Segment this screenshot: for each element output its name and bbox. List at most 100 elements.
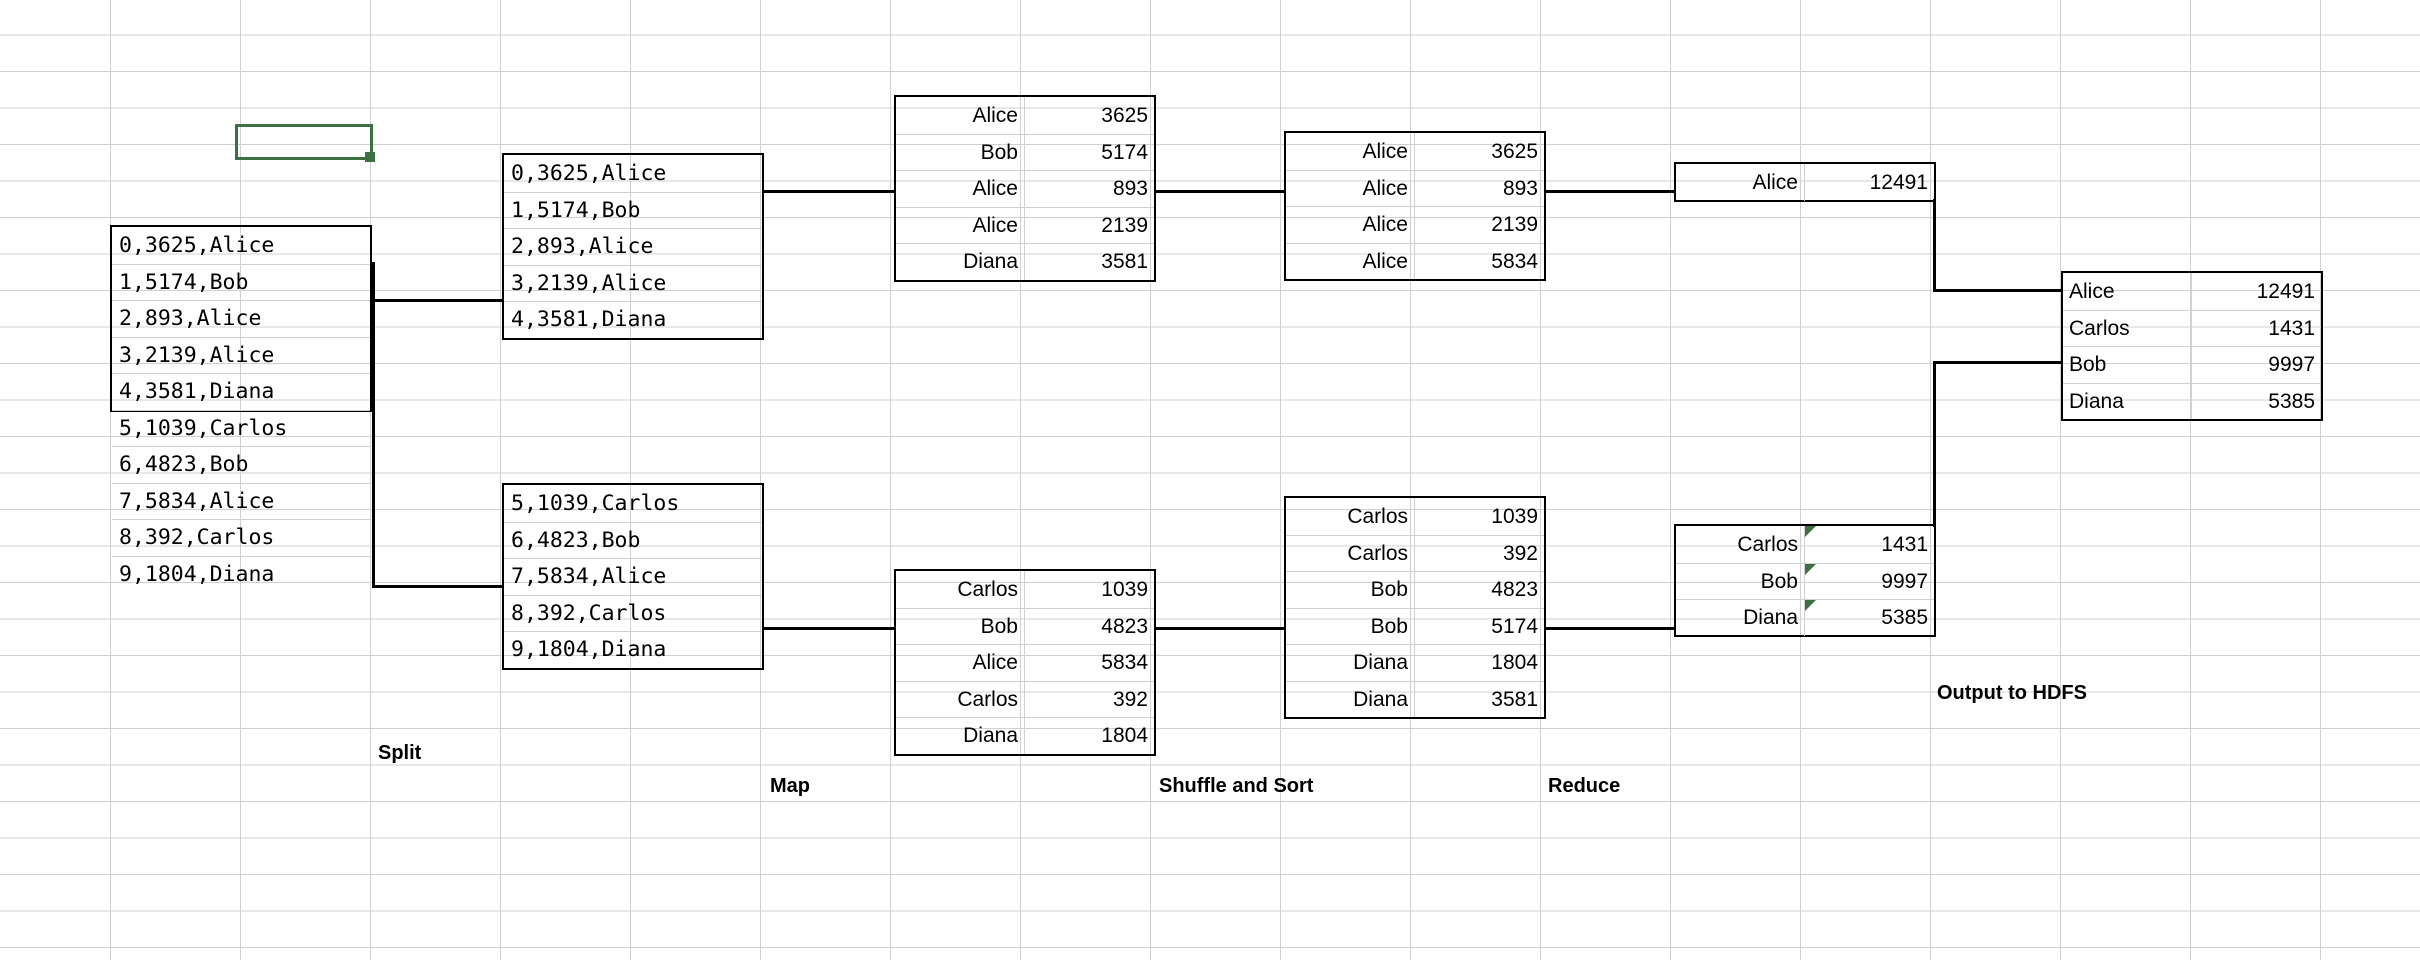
table-row: Bob 9997 xyxy=(2063,346,2321,383)
value-cell: 1431 xyxy=(1805,526,1934,563)
key-cell: Carlos xyxy=(1286,535,1415,571)
hdfs-output-box[interactable]: Alice 12491 Carlos 1431 Bob 9997 Diana 5… xyxy=(2061,271,2323,421)
value-cell: 9997 xyxy=(2268,353,2315,377)
list-item: 2,893,Alice xyxy=(112,300,370,337)
reduce-output-2-box[interactable]: Carlos 1431 Bob 9997 Diana 5385 xyxy=(1674,524,1936,637)
value-cell: 5174 xyxy=(1101,140,1148,164)
key-cell: Bob xyxy=(2063,347,2193,383)
key-cell: Alice xyxy=(896,171,1025,207)
map-output-2-box[interactable]: Carlos 1039 Bob 4823 Alice 5834 Carlos 3… xyxy=(894,569,1156,756)
list-item: 0,3625,Alice xyxy=(119,232,275,258)
value-cell: 5174 xyxy=(1491,614,1538,638)
key-cell: Alice xyxy=(1286,133,1415,170)
stage-label-map: Map xyxy=(770,775,810,797)
list-item: 1,5174,Bob xyxy=(504,191,762,229)
cell-selection-rectangle[interactable] xyxy=(235,124,375,162)
value-cell: 1804 xyxy=(1491,651,1538,675)
key-cell: Carlos xyxy=(1676,526,1805,563)
key-cell: Carlos xyxy=(1286,498,1415,535)
value-cell: 1804 xyxy=(1101,724,1148,748)
list-item: 5,1039,Carlos xyxy=(511,490,680,516)
list-item: 7,5834,Alice xyxy=(112,482,370,520)
shuffle-group-1-box[interactable]: Alice 3625 Alice 893 Alice 2139 Alice 58… xyxy=(1284,131,1546,281)
value-cell: 3625 xyxy=(1491,139,1538,163)
list-item: 1,5174,Bob xyxy=(112,263,370,301)
list-item: 0,3625,Alice xyxy=(511,160,667,186)
value-cell: 3581 xyxy=(1491,687,1538,711)
table-row: Diana 5385 xyxy=(1676,599,1934,636)
stage-label-split: Split xyxy=(378,742,422,764)
list-item: 6,4823,Bob xyxy=(504,521,762,559)
table-row: Alice 12491 xyxy=(2063,273,2321,310)
value-cell: 1039 xyxy=(1491,504,1538,528)
table-row: Carlos 392 xyxy=(896,680,1154,717)
key-cell: Diana xyxy=(2063,383,2193,419)
fill-handle[interactable] xyxy=(365,152,375,162)
table-row: Bob 5174 xyxy=(1286,607,1544,644)
value-cell: 4823 xyxy=(1491,578,1538,602)
shuffle-group-2-box[interactable]: Carlos 1039 Carlos 392 Bob 4823 Bob 5174… xyxy=(1284,496,1546,719)
key-cell: Carlos xyxy=(896,571,1025,608)
table-row: Bob 4823 xyxy=(896,607,1154,644)
table-row: Bob 9997 xyxy=(1676,562,1934,600)
value-cell: 9997 xyxy=(1805,563,1934,600)
stage-label-output-to-hdfs: Output to HDFS xyxy=(1937,682,2087,704)
key-cell: Alice xyxy=(896,645,1025,681)
table-row: Diana 5385 xyxy=(2063,382,2321,419)
value-cell: 1431 xyxy=(2268,316,2315,340)
split-1-box[interactable]: 0,3625,Alice 1,5174,Bob 2,893,Alice 3,21… xyxy=(502,153,764,340)
list-item: 9,1804,Diana xyxy=(504,631,762,668)
key-cell: Diana xyxy=(1286,645,1415,681)
key-cell: Alice xyxy=(896,207,1025,243)
input-records-box[interactable]: 0,3625,Alice 1,5174,Bob 2,893,Alice 3,21… xyxy=(110,225,372,585)
value-cell: 5385 xyxy=(1805,600,1934,636)
list-item: 9,1804,Diana xyxy=(112,555,370,593)
list-item: 8,392,Carlos xyxy=(504,594,762,632)
table-row: Diana 1804 xyxy=(1286,644,1544,681)
value-cell: 3581 xyxy=(1101,250,1148,274)
key-cell: Bob xyxy=(1286,572,1415,608)
table-row: Diana 3581 xyxy=(896,243,1154,280)
list-item: 7,5834,Alice xyxy=(504,558,762,595)
table-row: Alice 2139 xyxy=(896,206,1154,243)
list-item: 2,893,Alice xyxy=(504,228,762,265)
key-cell: Bob xyxy=(896,134,1025,170)
key-cell: Diana xyxy=(1286,681,1415,717)
value-cell: 5834 xyxy=(1101,651,1148,675)
key-cell: Alice xyxy=(2063,273,2193,310)
list-item: 4,3581,Diana xyxy=(504,301,762,338)
reduce-output-1-box[interactable]: Alice 12491 xyxy=(1674,162,1936,202)
value-cell: 392 xyxy=(1112,687,1148,711)
key-cell: Carlos xyxy=(2063,310,2193,346)
table-row: Alice 2139 xyxy=(1286,206,1544,243)
list-item: 6,4823,Bob xyxy=(112,446,370,483)
map-output-1-box[interactable]: Alice 3625 Bob 5174 Alice 893 Alice 2139… xyxy=(894,95,1156,282)
value-cell: 2139 xyxy=(1101,213,1148,237)
key-cell: Alice xyxy=(896,97,1025,134)
table-row: Carlos 392 xyxy=(1286,534,1544,571)
table-row: Alice 3625 xyxy=(896,97,1154,134)
value-cell: 2139 xyxy=(1491,213,1538,237)
key-cell: Diana xyxy=(1676,600,1805,636)
split-2-box[interactable]: 5,1039,Carlos 6,4823,Bob 7,5834,Alice 8,… xyxy=(502,483,764,670)
value-cell: 5834 xyxy=(1491,249,1538,273)
key-cell: Bob xyxy=(896,608,1025,644)
table-row: Diana 3581 xyxy=(1286,680,1544,717)
table-row: Bob 4823 xyxy=(1286,571,1544,608)
key-cell: Alice xyxy=(1286,207,1415,243)
value-cell: 893 xyxy=(1112,177,1148,201)
table-row: Carlos 1039 xyxy=(1286,498,1544,535)
table-row: Bob 5174 xyxy=(896,133,1154,170)
value-cell: 392 xyxy=(1502,541,1538,565)
table-row: Carlos 1039 xyxy=(896,571,1154,608)
key-cell: Alice xyxy=(1286,170,1415,206)
list-item: 5,1039,Carlos xyxy=(112,409,370,447)
table-row: Alice 12491 xyxy=(1676,164,1934,201)
value-cell: 4823 xyxy=(1101,614,1148,638)
key-cell: Carlos xyxy=(896,681,1025,717)
value-cell: 3625 xyxy=(1101,103,1148,127)
stage-label-shuffle-and-sort: Shuffle and Sort xyxy=(1159,775,1314,797)
list-item: 4,3581,Diana xyxy=(112,373,370,410)
